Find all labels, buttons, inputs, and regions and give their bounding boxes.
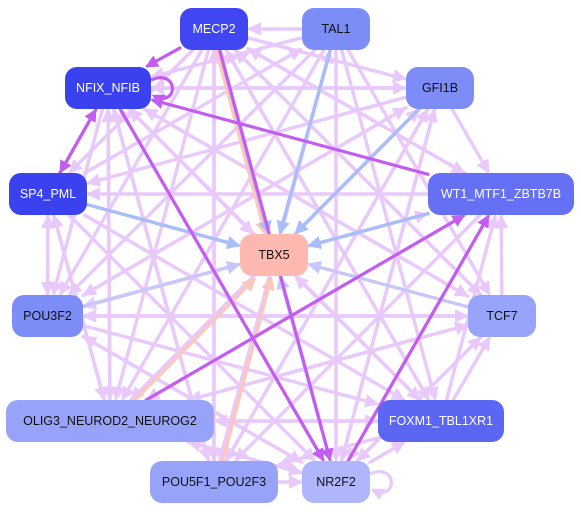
node-nr2f2[interactable]: NR2F2 bbox=[302, 461, 370, 503]
node-tcf7[interactable]: TCF7 bbox=[468, 295, 536, 337]
edge-olig3-to-tbx5 bbox=[131, 277, 256, 404]
node-label: OLIG3_NEUROD2_NEUROG2 bbox=[23, 414, 197, 428]
edge-nr2f2-to-tcf7 bbox=[355, 336, 482, 463]
edge-foxm1-to-mecp2 bbox=[225, 49, 431, 402]
node-label: POU3F2 bbox=[23, 309, 72, 323]
node-label: NR2F2 bbox=[316, 475, 356, 489]
edge-mecp2-to-nfix_nfib bbox=[145, 46, 182, 68]
edge-wt1-to-nfix_nfib bbox=[150, 96, 430, 176]
edge-gfi1b-to-sp4_pml bbox=[86, 95, 408, 187]
edge-gfi1b-to-wt1 bbox=[450, 107, 490, 174]
edge-tcf7-to-mecp2 bbox=[234, 49, 483, 297]
node-wt1-mtf1-zbtb7b[interactable]: WT1_MTF1_ZBTB7B bbox=[428, 173, 574, 215]
node-label: SP4_PML bbox=[19, 187, 77, 201]
edge-sp4_pml-to-foxm1 bbox=[82, 213, 406, 401]
edge-foxm1-to-tcf7 bbox=[451, 336, 491, 402]
edge-nr2f2-to-olig3 bbox=[187, 438, 304, 475]
node-label: FOXM1_TBL1XR1 bbox=[388, 414, 494, 428]
edge-tcf7-to-wt1 bbox=[494, 214, 509, 297]
node-foxm1-tbl1xr1[interactable]: FOXM1_TBL1XR1 bbox=[378, 400, 504, 442]
edge-olig3-to-nfix_nfib bbox=[101, 108, 116, 402]
edge-olig3-to-wt1 bbox=[144, 214, 466, 402]
node-label: GFI1B bbox=[421, 81, 459, 95]
node-pou5f1-pou2f3[interactable]: POU5F1_POU2F3 bbox=[150, 461, 278, 503]
self-loop-nr2f2 bbox=[369, 470, 393, 501]
edge-pou3f2-to-tbx5 bbox=[81, 260, 241, 309]
node-tal1[interactable]: TAL1 bbox=[302, 8, 370, 50]
edge-tal1-to-olig3 bbox=[121, 48, 326, 401]
node-nfix-nfib[interactable]: NFIX_NFIB bbox=[65, 67, 151, 109]
edge-sp4_pml-to-tbx5 bbox=[85, 202, 241, 250]
node-label: POU5F1_POU2F3 bbox=[161, 475, 267, 489]
edge-nr2f2-to-foxm1 bbox=[368, 441, 406, 464]
node-tbx5[interactable]: TBX5 bbox=[240, 234, 308, 276]
edge-wt1-to-mecp2 bbox=[247, 47, 467, 175]
edge-tcf7-to-nfix_nfib bbox=[143, 108, 470, 299]
node-pou3f2[interactable]: POU3F2 bbox=[12, 295, 83, 337]
node-gfi1b[interactable]: GFI1B bbox=[406, 67, 474, 109]
edge-nfix_nfib-to-sp4_pml bbox=[59, 107, 98, 174]
node-label: WT1_MTF1_ZBTB7B bbox=[440, 187, 562, 201]
edge-pou5f1-to-tbx5 bbox=[220, 276, 275, 464]
edge-pou3f2-to-gfi1b bbox=[81, 107, 407, 298]
self-loop-nfix_nfib bbox=[150, 76, 174, 107]
node-label: TCF7 bbox=[486, 309, 518, 323]
node-label: TAL1 bbox=[321, 22, 351, 36]
edge-mecp2-to-tbx5 bbox=[214, 49, 269, 236]
edge-nr2f2-to-pou3f2 bbox=[82, 335, 304, 465]
edge-nr2f2-to-wt1 bbox=[346, 214, 490, 463]
edge-tcf7-to-tbx5 bbox=[307, 260, 470, 309]
edge-pou5f1-to-gfi1b bbox=[224, 108, 429, 463]
edge-wt1-to-tbx5 bbox=[307, 211, 430, 250]
node-label: MECP2 bbox=[192, 22, 236, 36]
edge-pou3f2-to-foxm1 bbox=[81, 323, 379, 408]
edge-gfi1b-to-tbx5 bbox=[294, 107, 421, 235]
node-olig3-neurod2-neurog2[interactable]: OLIG3_NEUROD2_NEUROG2 bbox=[6, 400, 214, 442]
node-label: TBX5 bbox=[258, 248, 290, 262]
edge-nfix_nfib-to-nr2f2 bbox=[118, 107, 325, 462]
node-sp4-pml[interactable]: SP4_PML bbox=[9, 173, 87, 215]
node-mecp2[interactable]: MECP2 bbox=[180, 8, 248, 50]
node-label: NFIX_NFIB bbox=[76, 81, 140, 95]
